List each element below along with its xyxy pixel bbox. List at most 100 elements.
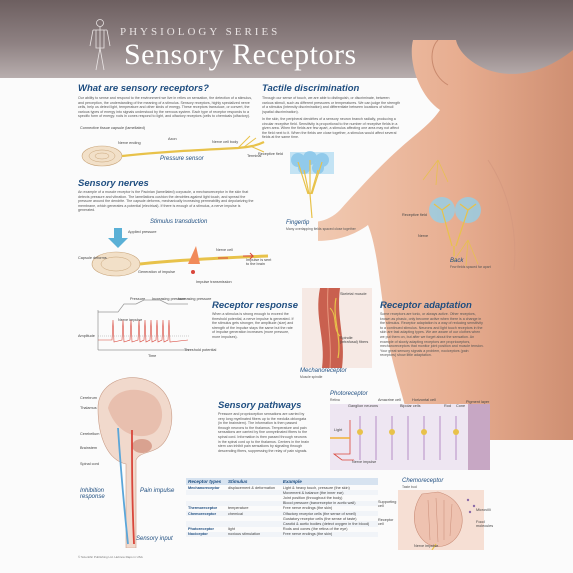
section-body-response: When a stimulus is strong enough to exce… bbox=[212, 312, 294, 339]
transduction-diagram bbox=[91, 228, 269, 277]
table-cell: light bbox=[227, 527, 235, 532]
table-cell: Mechanoreceptor bbox=[188, 485, 220, 490]
label-thalamus: Thalamus bbox=[80, 406, 97, 410]
label-cone: Cone bbox=[456, 404, 466, 408]
label-nerve-impulse-photo: Nerve impulse bbox=[352, 460, 377, 464]
table-cell: noxious stimulation bbox=[225, 531, 281, 537]
caption-mechanoreceptor: Mechanoreceptor bbox=[300, 368, 347, 374]
table-cell: temperature bbox=[227, 506, 249, 511]
label-generation-impulse: Generation of impulse bbox=[138, 270, 176, 274]
label-impulse-sent: Impulse is sent to the brain bbox=[246, 258, 272, 266]
caption-pressure-sensor: Pressure sensor bbox=[160, 156, 204, 162]
chemoreceptor-diagram bbox=[398, 490, 484, 550]
caption-sensory-input: Sensory input bbox=[136, 536, 173, 542]
table-cell bbox=[225, 500, 281, 506]
table-cell: Chemoreceptor bbox=[186, 510, 226, 517]
label-food-molecules: Food molecules bbox=[476, 520, 494, 528]
table-cell bbox=[186, 490, 226, 496]
label-ganglion: Ganglion neurons bbox=[348, 404, 378, 408]
table-row: Gustatory receptor cells (the sense of t… bbox=[186, 516, 378, 521]
label-threshold: Threshold potential bbox=[184, 348, 217, 352]
table-cell: displacement & deformation bbox=[227, 485, 276, 490]
section-body-tactile-2: In the skin, the peripheral dendrites of… bbox=[262, 117, 399, 140]
section-body-tactile-1: Through our sense of touch, we are able … bbox=[262, 96, 401, 114]
table-row: Blood pressure (baroreceptor in aortic w… bbox=[186, 500, 378, 506]
label-receptor-cell: Receptor cell bbox=[378, 518, 394, 526]
caption-back: Back bbox=[450, 258, 464, 264]
label-amplitude: Amplitude bbox=[78, 334, 95, 338]
caption-mechano-sub: Muscle spindle bbox=[300, 375, 323, 379]
caption-photoreceptor: Photoreceptor bbox=[330, 391, 368, 397]
caption-retina: Retina bbox=[330, 398, 340, 402]
table-row: Mechanoreceptor displacement & deformatio… bbox=[186, 485, 378, 490]
receptor-response-graph bbox=[97, 299, 190, 351]
label-pigment-layer: Pigment layer bbox=[466, 400, 490, 404]
label-nerve-ending: Nerve ending bbox=[118, 141, 141, 145]
back-fields-diagram bbox=[429, 197, 481, 256]
table-cell bbox=[225, 490, 281, 496]
label-supporting-cell: Supporting cell bbox=[378, 500, 397, 508]
label-nerve-impulse: Nerve impulse bbox=[118, 318, 143, 322]
footer-copyright: © Scientific Publishing Ltd. Hebrew Raps… bbox=[78, 555, 143, 559]
label-light: Light bbox=[334, 428, 343, 432]
section-body-adaptation: Some receptors are tonic, or always acti… bbox=[380, 312, 484, 358]
label-axon: Axon bbox=[168, 137, 177, 141]
label-receptive-field: Receptive field bbox=[258, 152, 283, 156]
label-receptive-field-back: Receptive field bbox=[402, 213, 427, 217]
label-increasing-1: Increasing pressure bbox=[152, 297, 186, 301]
table-cell: Gustatory receptor cells (the sense of t… bbox=[282, 516, 357, 521]
table-row: Movement & balance (the inner ear) bbox=[186, 490, 378, 496]
section-heading-pathways: Sensory pathways bbox=[218, 400, 302, 411]
label-nerve-cell: Nerve cell bbox=[216, 248, 233, 252]
receptor-types-table: Receptor types Stimulus Example Mechanor… bbox=[186, 478, 378, 537]
table-cell: Joint position (throughout the body) bbox=[282, 495, 343, 500]
label-impulse-transmission: Impulse transmission bbox=[196, 280, 232, 284]
table-header-row: Receptor types Stimulus Example bbox=[186, 478, 378, 485]
table-header-stimulus: Stimulus bbox=[225, 478, 281, 485]
section-heading-tactile: Tactile discrimination bbox=[262, 83, 360, 94]
label-applied-pressure: Applied pressure bbox=[128, 230, 157, 234]
label-microvilli: Microvilli bbox=[476, 508, 491, 512]
page-title: Sensory Receptors bbox=[124, 38, 357, 71]
label-cerebellum: Cerebellum bbox=[80, 432, 100, 436]
section-heading-nerves: Sensory nerves bbox=[78, 178, 149, 189]
label-skeletal-muscle: Skeletal muscle bbox=[340, 292, 367, 296]
section-heading-adaptation: Receptor adaptation bbox=[380, 300, 472, 311]
section-body-what: Our ability to sense and respond to the … bbox=[78, 96, 252, 119]
label-terminal: Terminal bbox=[247, 154, 262, 158]
table-row: Carotid & aortic bodies (detect oxygen i… bbox=[186, 521, 378, 527]
section-heading-response: Receptor response bbox=[212, 300, 299, 311]
section-body-nerves: An example of a muscle receptor is the P… bbox=[78, 190, 254, 213]
table-cell: Movement & balance (the inner ear) bbox=[280, 490, 378, 496]
label-spindle-fibers: Spindle (intrafusal) fibers bbox=[340, 336, 369, 344]
label-connective-capsule: Connective tissue capsule (lamellated) bbox=[80, 126, 146, 130]
label-nerve-back: Nerve bbox=[418, 234, 429, 238]
label-rod: Rod bbox=[444, 404, 451, 408]
label-spinal-cord: Spinal cord bbox=[80, 462, 99, 466]
caption-fingertip: Fingertip bbox=[286, 220, 310, 226]
caption-taste-bud: Taste bud bbox=[402, 485, 417, 489]
label-capsule-deforms: Capsule deforms bbox=[78, 256, 107, 260]
caption-stimulus-transduction: Stimulus transduction bbox=[150, 219, 208, 225]
table-cell: Rods and cones (the retina of the eye) bbox=[282, 527, 348, 532]
caption-inhibition: Inhibition response bbox=[80, 488, 105, 500]
table-header-example: Example bbox=[280, 478, 378, 485]
caption-chemoreceptor: Chemoreceptor bbox=[402, 478, 444, 484]
human-figure-icon bbox=[89, 19, 111, 71]
label-pressure: Pressure bbox=[130, 297, 146, 301]
table-cell bbox=[186, 521, 226, 527]
photoreceptor-diagram bbox=[330, 404, 490, 470]
table-row: Joint position (throughout the body) bbox=[186, 495, 378, 500]
table-cell: Olfactory receptor cells (the sense of s… bbox=[280, 510, 378, 517]
caption-pain-impulse: Pain impulse bbox=[140, 488, 175, 494]
brain-pathway-diagram bbox=[97, 377, 173, 548]
table-cell: Nociceptor bbox=[186, 531, 226, 537]
table-cell: Blood pressure (baroreceptor in aortic w… bbox=[280, 500, 378, 506]
torso-illustration bbox=[318, 40, 573, 440]
fingertip-fields-diagram bbox=[290, 151, 334, 219]
label-time: Time bbox=[148, 354, 157, 358]
